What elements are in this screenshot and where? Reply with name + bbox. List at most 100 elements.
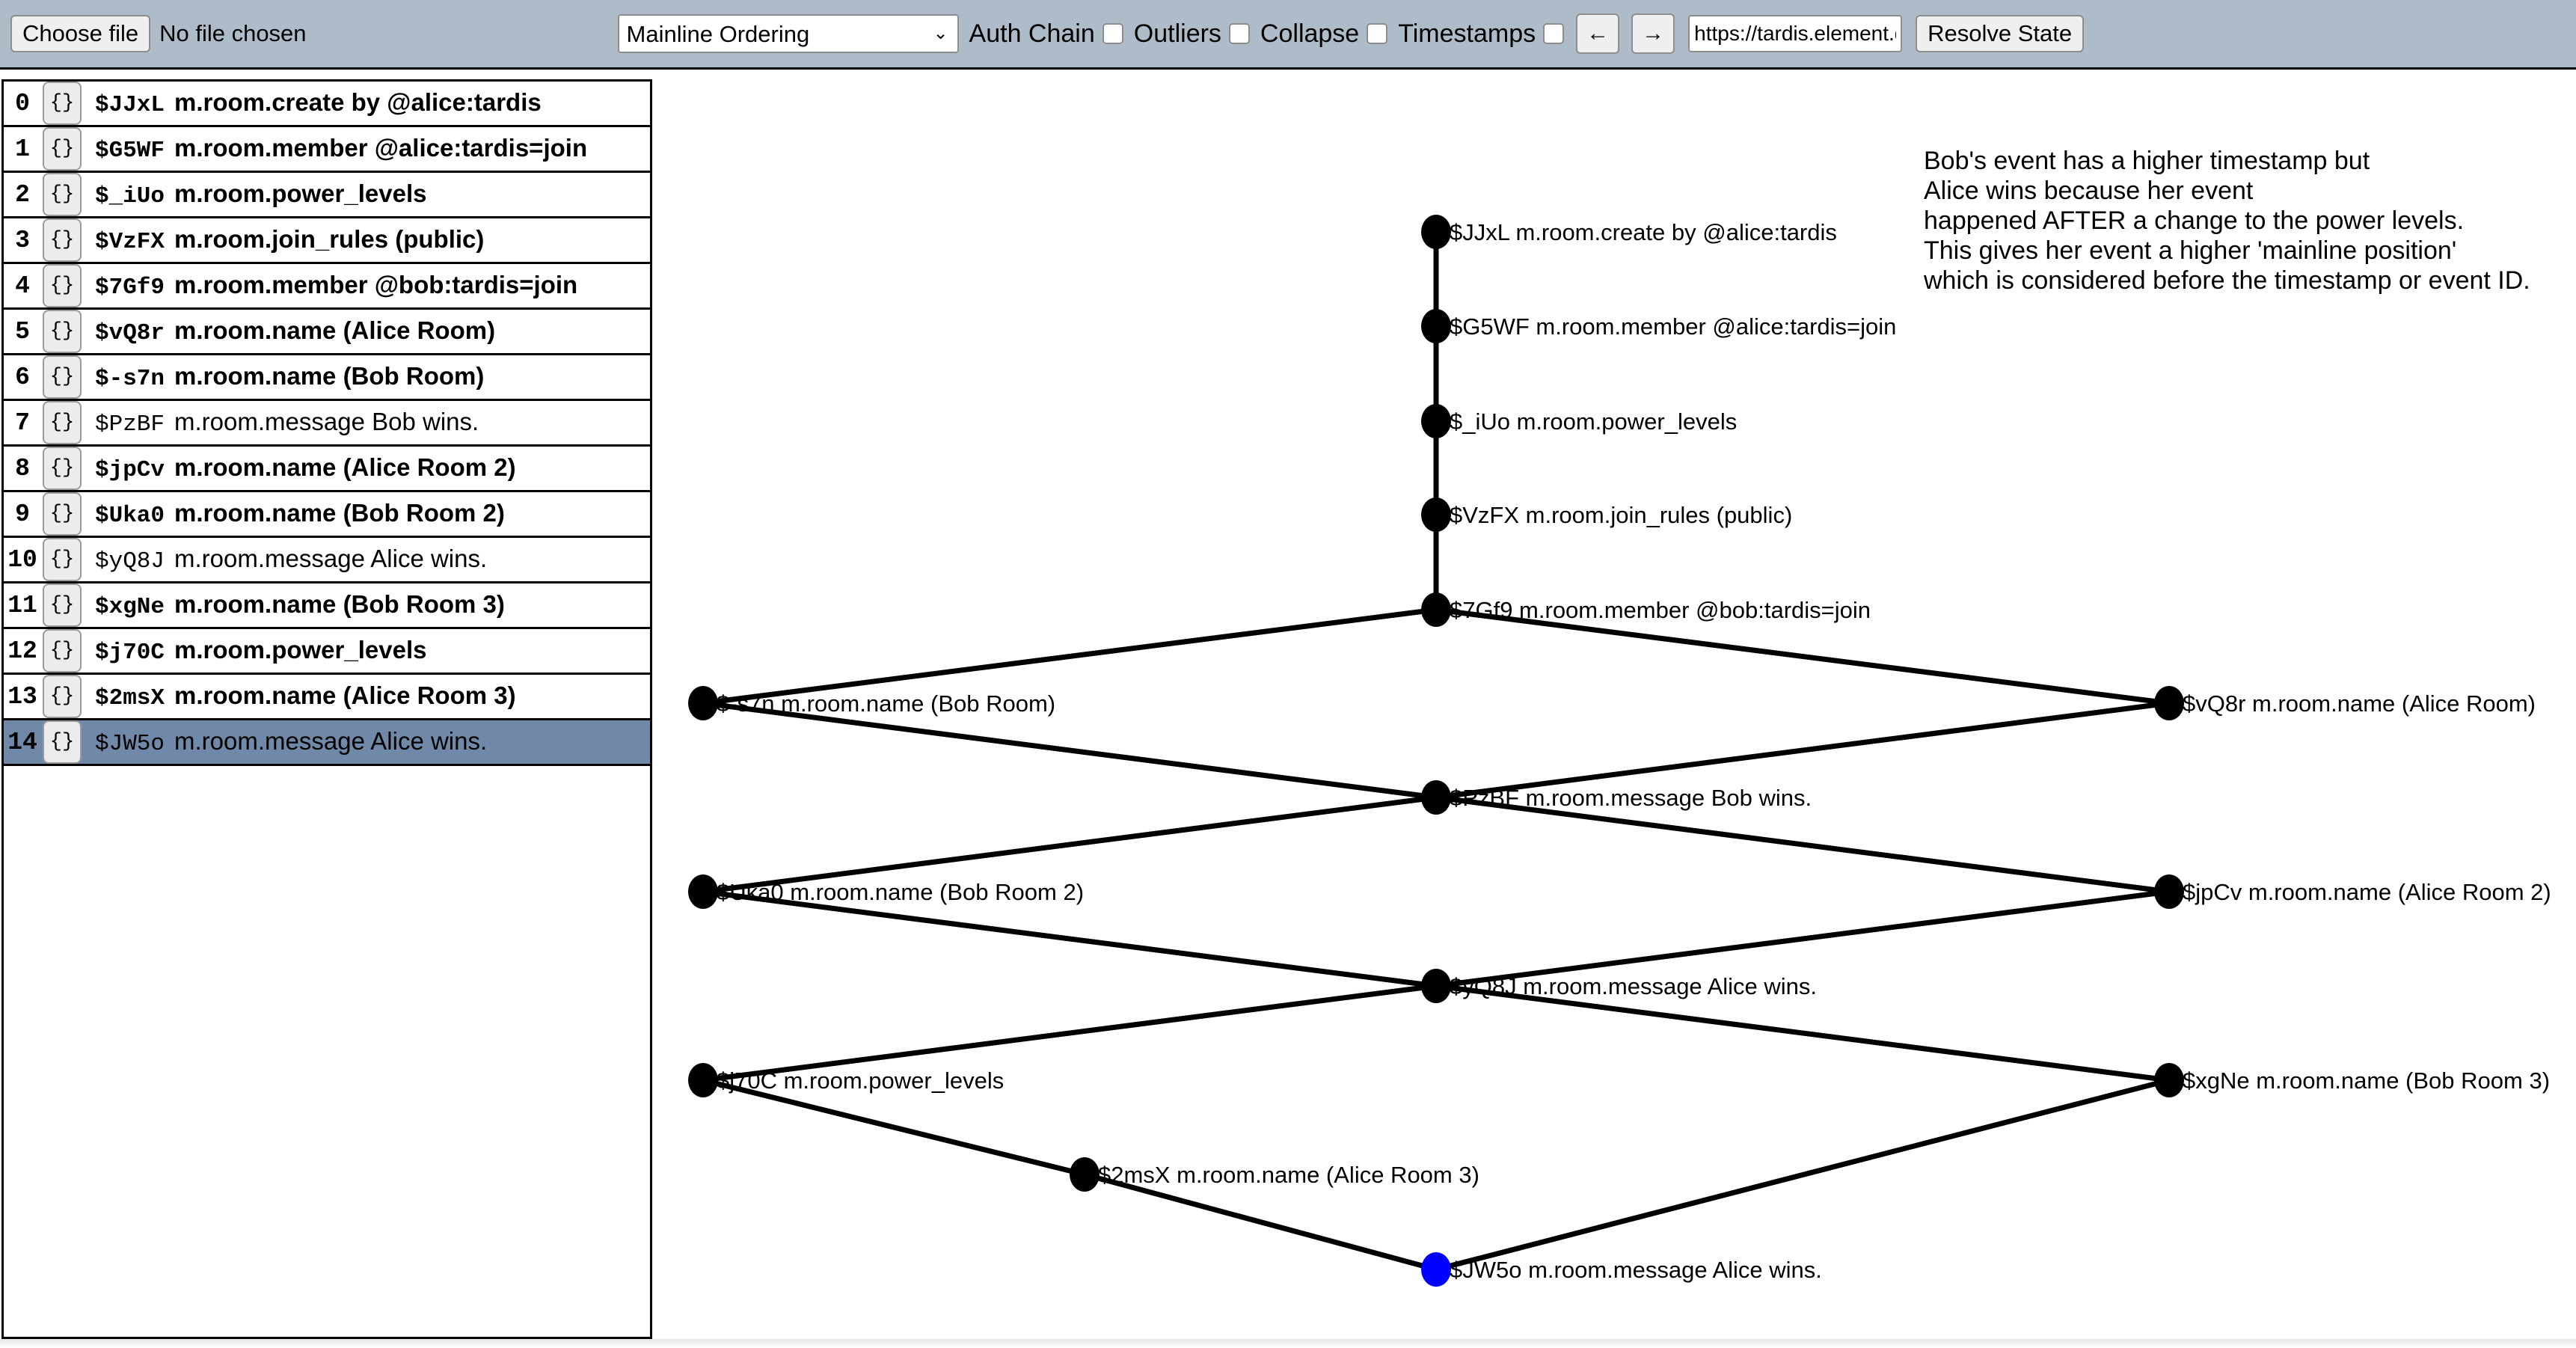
event-json-toggle-button[interactable]: {}: [43, 355, 82, 399]
dag-node-label: $2msX m.room.name (Alice Room 3): [1098, 1162, 1479, 1188]
dag-node-label: $JW5o m.room.message Alice wins.: [1450, 1257, 1822, 1283]
auth-chain-label: Auth Chain: [969, 19, 1095, 48]
outliers-label: Outliers: [1133, 19, 1221, 48]
ordering-select[interactable]: Mainline Ordering: [617, 14, 959, 53]
auth-chain-checkbox[interactable]: [1102, 23, 1123, 44]
event-row-index: 6: [15, 363, 30, 391]
dag-node[interactable]: [2154, 1063, 2184, 1097]
timestamps-checkbox[interactable]: [1543, 23, 1565, 44]
event-json-toggle-button[interactable]: {}: [43, 675, 82, 718]
event-row-id: $-s7n: [95, 366, 165, 392]
event-row-body: m.room.member @bob:tardis=join: [174, 271, 578, 298]
event-row-id: $VzFX: [95, 229, 165, 255]
event-json-toggle-button[interactable]: {}: [43, 173, 82, 216]
dag-node-label: $PzBF m.room.message Bob wins.: [1450, 785, 1812, 811]
event-json-toggle-button[interactable]: {}: [43, 629, 82, 673]
event-json-toggle-button[interactable]: {}: [43, 583, 82, 627]
dag-edge: [1435, 794, 2170, 895]
dag-node[interactable]: [1421, 215, 1451, 249]
event-row-index: 12: [7, 637, 37, 665]
dag-node[interactable]: [1421, 592, 1451, 627]
url-input[interactable]: [1688, 15, 1903, 52]
dag-edge: [702, 700, 1437, 800]
annotation-line: Bob's event has a higher timestamp but: [1924, 147, 2370, 175]
outliers-checkbox[interactable]: [1228, 23, 1250, 44]
dag-node[interactable]: [2154, 686, 2184, 720]
event-row-index: 4: [15, 272, 30, 300]
dag-node[interactable]: [1421, 497, 1451, 532]
annotation-line: Alice wins because her event: [1924, 177, 2254, 206]
event-list-row[interactable]: 6 {} $-s7n m.room.name (Bob Room): [4, 355, 650, 401]
event-json-toggle-button[interactable]: {}: [43, 218, 82, 262]
dag-edges: [702, 232, 2170, 1272]
no-file-chosen-label: No file chosen: [159, 20, 307, 46]
dag-node[interactable]: [1421, 309, 1451, 343]
dag-edge: [1435, 607, 2170, 706]
event-row-id: $7Gf9: [95, 275, 165, 301]
event-json-toggle-button[interactable]: {}: [43, 538, 82, 581]
event-list-row[interactable]: 4 {} $7Gf9 m.room.member @bob:tardis=join: [4, 264, 650, 310]
dag-node[interactable]: [1070, 1157, 1100, 1192]
dag-node[interactable]: [1421, 404, 1451, 438]
forward-arrow-button[interactable]: →: [1631, 13, 1675, 54]
event-json-toggle-button[interactable]: {}: [43, 82, 82, 125]
dag-node[interactable]: [1421, 1252, 1451, 1287]
dag-node[interactable]: [2154, 874, 2184, 909]
back-arrow-button[interactable]: ←: [1576, 13, 1620, 54]
annotation-line: happened AFTER a change to the power lev…: [1924, 206, 2465, 236]
dag-edge: [1435, 983, 2170, 1083]
event-json-toggle-button[interactable]: {}: [43, 264, 82, 307]
dag-node[interactable]: [1421, 969, 1451, 1003]
event-json-toggle-button[interactable]: {}: [43, 447, 82, 490]
event-row-index: 13: [7, 682, 37, 711]
event-row-id: $Uka0: [95, 503, 165, 529]
collapse-checkbox[interactable]: [1367, 23, 1388, 44]
event-json-toggle-button[interactable]: {}: [43, 720, 82, 764]
event-row-id: $2msX: [95, 685, 165, 711]
choose-file-button[interactable]: Choose file: [10, 15, 151, 52]
dag-node[interactable]: [688, 1063, 718, 1097]
dag-graph-canvas[interactable]: $JJxL m.room.create by @alice:tardis$G5W…: [652, 72, 2576, 1348]
event-json-toggle-button[interactable]: {}: [43, 310, 82, 353]
event-json-toggle-button[interactable]: {}: [43, 401, 82, 444]
event-row-id: $PzBF: [95, 411, 165, 438]
dag-node[interactable]: [1421, 780, 1451, 815]
dag-nodes[interactable]: $JJxL m.room.create by @alice:tardis$G5W…: [688, 215, 2551, 1287]
dag-edge: [1435, 889, 2170, 989]
event-json-toggle-button[interactable]: {}: [43, 127, 82, 171]
event-row-body: m.room.power_levels: [174, 180, 427, 207]
event-row-body: m.room.name (Bob Room): [174, 362, 485, 390]
dag-node-label: $VzFX m.room.join_rules (public): [1450, 502, 1792, 528]
annotation-line: which is considered before the timestamp…: [1924, 266, 2530, 295]
resolve-state-button[interactable]: Resolve State: [1916, 15, 2085, 52]
event-row-index: 10: [7, 545, 37, 574]
event-json-toggle-button[interactable]: {}: [43, 492, 82, 536]
dag-node-label: $Uka0 m.room.name (Bob Room 2): [717, 879, 1084, 905]
dag-node-label: $jpCv m.room.name (Alice Room 2): [2183, 879, 2551, 905]
dag-node[interactable]: [688, 874, 718, 909]
dag-edge: [702, 1077, 1085, 1177]
ordering-select-wrapper: Mainline Ordering ⌄: [462, 14, 959, 53]
event-row-body: m.room.message Bob wins.: [174, 408, 479, 435]
dag-node[interactable]: [688, 686, 718, 720]
event-row-index: 2: [15, 180, 30, 209]
